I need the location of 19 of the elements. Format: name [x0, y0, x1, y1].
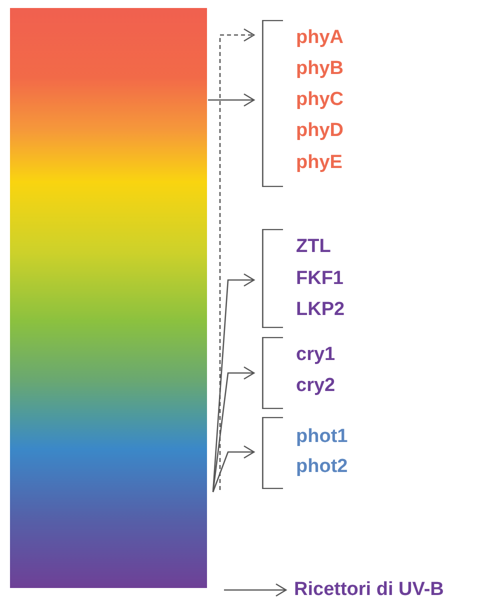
- receptor-label: Ricettori di UV-B: [294, 578, 489, 602]
- receptor-name: phyB: [296, 58, 344, 80]
- receptor-name: phyD: [296, 120, 344, 142]
- arrow: [208, 93, 255, 107]
- receptor-name: phot2: [296, 456, 348, 478]
- receptor-name: phyA: [296, 27, 344, 49]
- receptor-name: phyE: [296, 152, 342, 174]
- arrow: [212, 445, 255, 492]
- receptor-name: cry1: [296, 344, 336, 366]
- arrow: [219, 28, 255, 490]
- spectrum-bar: [10, 8, 207, 588]
- receptor-name: FKF1: [296, 268, 344, 290]
- receptor-name: ZTL: [296, 236, 331, 258]
- receptor-name: phyC: [296, 89, 344, 111]
- receptor-name: phot1: [296, 426, 348, 448]
- arrow: [212, 366, 255, 492]
- arrow: [224, 583, 287, 597]
- receptor-name: cry2: [296, 375, 336, 397]
- receptor-name: LKP2: [296, 299, 345, 321]
